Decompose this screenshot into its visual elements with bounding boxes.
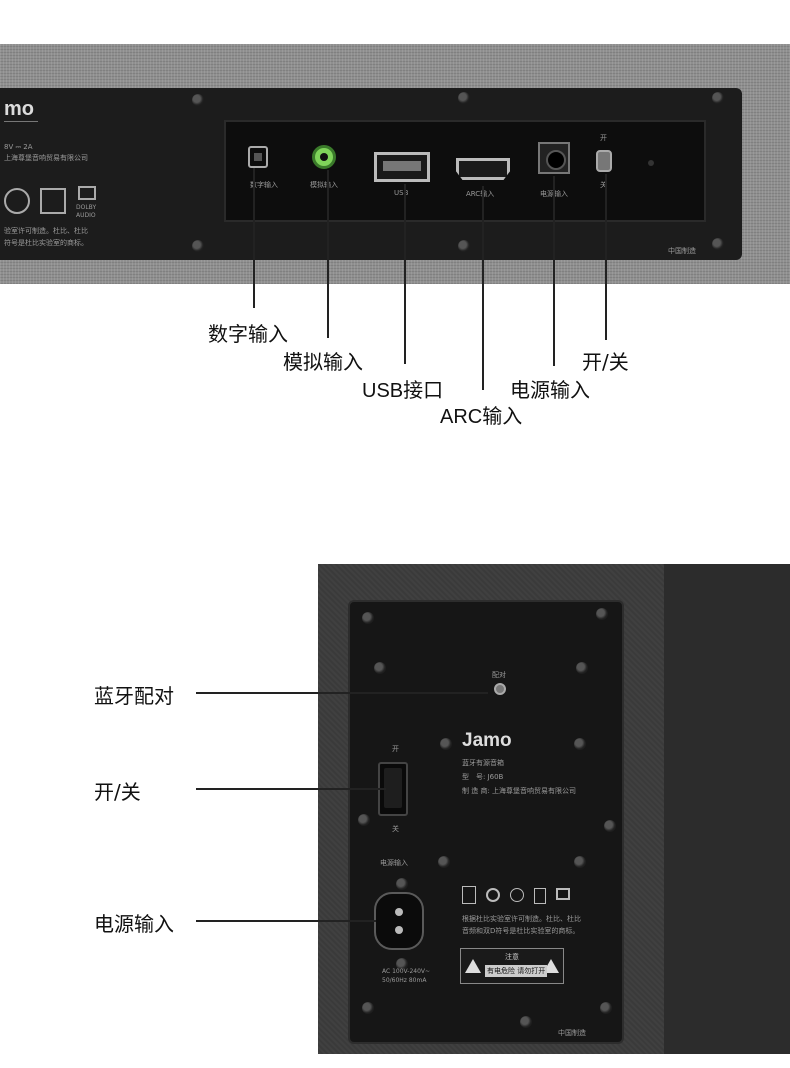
leader-line <box>196 920 376 922</box>
callout-power-input: 电源输入 <box>510 378 590 402</box>
callout-usb: USB接口 <box>362 380 444 402</box>
leader-line <box>482 186 484 390</box>
model-text: 型 号: J60B <box>462 773 504 781</box>
screw-icon <box>192 94 204 106</box>
ac-input-label: 电源输入 <box>380 859 408 867</box>
screw-icon <box>192 240 204 252</box>
house-icon <box>40 188 66 214</box>
product-name: 蓝牙有源音箱 <box>462 759 504 767</box>
screw-icon <box>576 662 588 674</box>
socket-pin <box>395 926 403 934</box>
leader-line <box>553 176 555 366</box>
screw-icon <box>396 958 408 970</box>
ac-power-socket[interactable] <box>374 892 424 950</box>
dolby-icon <box>556 888 570 900</box>
warning-title: 注意 <box>505 953 519 961</box>
screw-icon <box>574 738 586 750</box>
screw-icon <box>458 92 470 104</box>
switch-off-label: 关 <box>600 181 607 189</box>
panel-text-company: 上海尊堡音响贸易有限公司 <box>4 154 88 162</box>
screw-icon <box>574 856 586 868</box>
subwoofer-side <box>664 564 790 1054</box>
maker-text: 制 造 商: 上海尊堡音响贸易有限公司 <box>462 787 577 795</box>
leader-line <box>196 692 488 694</box>
screw-icon <box>362 1002 374 1014</box>
house-icon <box>462 886 476 904</box>
ccc-icon <box>4 188 30 214</box>
screw-icon <box>520 1016 532 1028</box>
cert-mark-icon <box>486 888 500 902</box>
optical-port-label: 数字输入 <box>250 181 278 189</box>
callout-arc-input: ARC输入 <box>440 406 523 428</box>
screw-icon <box>712 92 724 104</box>
cert-text-2: 音频和双D符号是杜比实验室的商标。 <box>462 927 580 935</box>
power-toggle-switch[interactable] <box>596 150 612 172</box>
made-in-label: 中国制造 <box>558 1029 586 1037</box>
class-ii-icon <box>534 888 546 904</box>
callout-bluetooth-pair: 蓝牙配对 <box>94 684 174 708</box>
optical-port[interactable] <box>248 146 268 168</box>
brand-logo: Jamo <box>462 730 512 751</box>
cert-text-1: 根据杜比实验室许可制造。杜比、杜比 <box>462 915 581 923</box>
pair-label: 配对 <box>492 671 506 679</box>
screw-icon <box>712 238 724 250</box>
aux-port[interactable] <box>312 145 336 169</box>
callout-analog-input: 模拟输入 <box>283 350 363 374</box>
dolby-icon <box>78 186 96 200</box>
brand-logo-partial: mo <box>4 98 34 120</box>
screw-icon <box>458 240 470 252</box>
aux-port-label: 模拟输入 <box>310 181 338 189</box>
usb-port[interactable] <box>374 152 430 182</box>
screw-icon <box>600 1002 612 1014</box>
made-in-label: 中国制造 <box>668 247 696 255</box>
switch-on-label: 开 <box>600 134 607 142</box>
warning-label: 注意 有电危险 请勿打开 <box>460 948 564 984</box>
hdmi-arc-port[interactable] <box>456 158 510 180</box>
rocker-on-label: 开 <box>392 745 399 753</box>
panel-text-dolby-2: 符号是杜比实验室的商标。 <box>4 239 88 247</box>
socket-pin <box>395 908 403 916</box>
warning-triangle-icon <box>465 959 481 973</box>
callout-switch: 开/关 <box>582 350 629 374</box>
leader-line <box>327 170 329 338</box>
ac-spec-voltage: AC 100V-240V~ <box>382 968 431 975</box>
hdmi-port-label: ARC输入 <box>466 190 495 198</box>
leader-line <box>196 788 386 790</box>
screw-icon <box>374 662 386 674</box>
screw-icon <box>358 814 370 826</box>
screw-icon <box>396 878 408 890</box>
leader-line <box>253 168 255 308</box>
screw-icon <box>596 608 608 620</box>
brand-underline <box>4 121 38 122</box>
dolby-label: DOLBY AUDIO <box>76 204 97 219</box>
screw-icon <box>440 738 452 750</box>
callout-digital-input: 数字输入 <box>208 322 288 346</box>
screw-icon <box>362 612 374 624</box>
panel-text-dolby-1: 验室许可制造。杜比、杜比 <box>4 227 88 235</box>
dc-power-port[interactable] <box>538 142 570 174</box>
bluetooth-pair-button[interactable] <box>494 683 506 695</box>
callout-power-input: 电源输入 <box>94 912 174 936</box>
screw-icon <box>438 856 450 868</box>
leader-line <box>404 184 406 364</box>
ac-spec-frequency: 50/60Hz 80mA <box>382 977 427 984</box>
port-recess <box>224 120 706 222</box>
screw-icon <box>604 820 616 832</box>
subwoofer-back-panel <box>348 600 624 1044</box>
panel-text-rating: 8V ⎓ 2A <box>4 143 33 151</box>
ccc-icon <box>510 888 524 902</box>
callout-switch: 开/关 <box>94 780 141 804</box>
leader-line <box>605 174 607 340</box>
indicator-dot <box>648 160 654 166</box>
warning-text: 有电危险 请勿打开 <box>485 965 548 977</box>
usb-port-label: USB <box>394 189 409 197</box>
rocker-off-label: 关 <box>392 825 399 833</box>
